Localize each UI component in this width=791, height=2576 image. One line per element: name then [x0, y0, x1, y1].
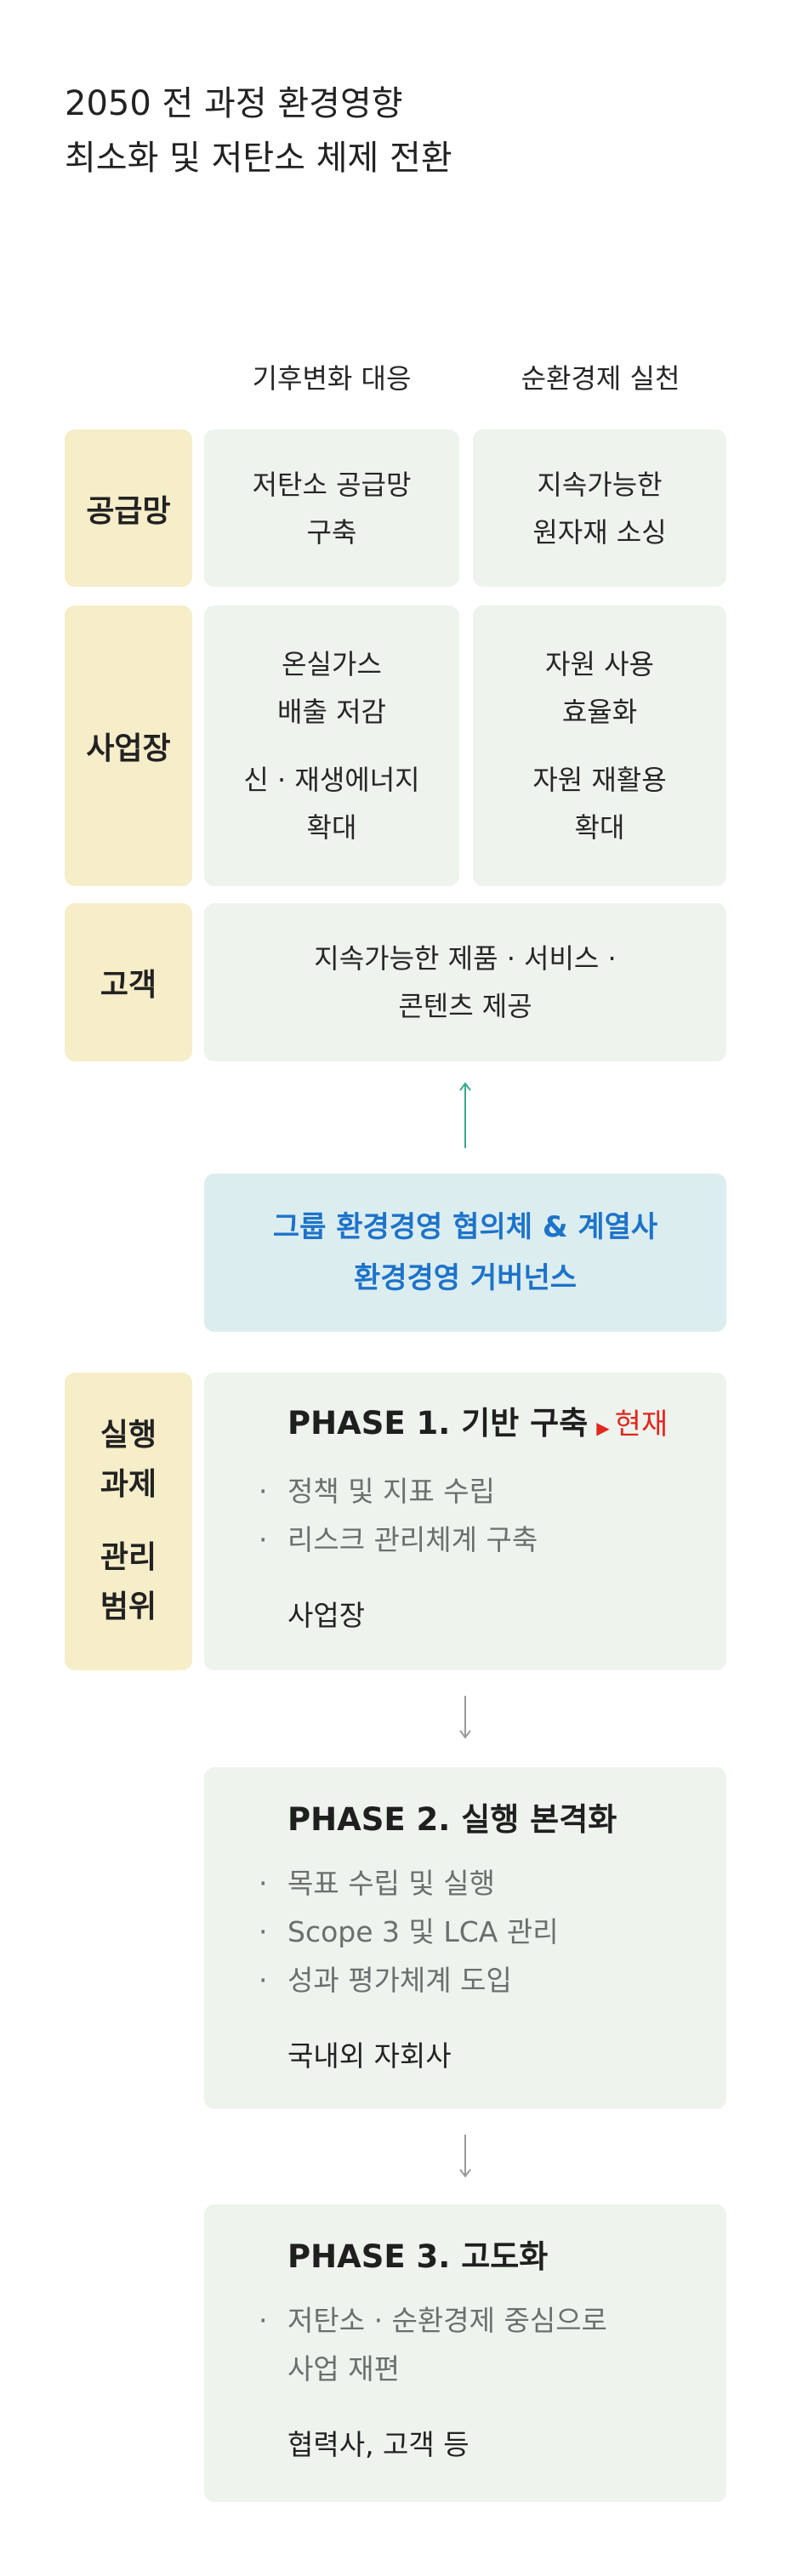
- bullet-dot-icon: ·: [259, 1964, 268, 1997]
- phase-2-task-3-text: 성과 평가체계 도입: [287, 1964, 512, 1997]
- supply-climate-line-1: 저탄소 공급망: [252, 468, 412, 501]
- row-label-business-site: 사업장: [65, 606, 192, 886]
- phase-2-scope: 국내외 자회사: [287, 2039, 452, 2073]
- phase-2-task-2-text: Scope 3 및 LCA 관리: [287, 1915, 559, 1948]
- site-climate-item-1-line-1: 온실가스: [282, 648, 382, 680]
- phase-2-task-2: · Scope 3 및 LCA 관리: [259, 1908, 726, 1956]
- site-circular-item-1-line-1: 자원 사용: [545, 648, 654, 680]
- phase-2-box: PHASE 2. 실행 본격화 · 목표 수립 및 실행 · Scope 3 및 L…: [204, 1767, 726, 2109]
- site-climate-item-2-line-1: 신 · 재생에너지: [243, 764, 420, 796]
- column-header-circular: 순환경제 실천: [521, 362, 680, 395]
- customer-line-1: 지속가능한 제품 · 서비스 ·: [314, 942, 617, 975]
- side-label-scope-line-1: 관리: [100, 1540, 157, 1575]
- row-label-supply-chain-text: 공급망: [86, 493, 171, 529]
- arrow-up-icon: [455, 1082, 475, 1150]
- phase-3-task-1: · 저탄소 · 순환경제 중심으로: [259, 2296, 726, 2345]
- phase-1-task-2: · 리스크 관리체계 구축: [259, 1515, 726, 1564]
- site-circular-item-1-line-2: 효율화: [561, 696, 638, 728]
- supply-circular-line-2: 원자재 소싱: [532, 515, 667, 549]
- site-circular-box: 자원 사용 효율화 자원 재활용 확대: [473, 606, 726, 886]
- phase-1-scope: 사업장: [287, 1599, 366, 1632]
- title-line-1: 2050 전 과정 환경영향: [65, 84, 403, 123]
- row-label-customer-text: 고객: [100, 968, 157, 1003]
- phase-1-title: PHASE 1. 기반 구축 ▶현재: [287, 1398, 726, 1453]
- phase-3-task-1-line-2: 사업 재편: [287, 2352, 400, 2386]
- column-header-climate: 기후변화 대응: [252, 362, 412, 395]
- supply-climate-line-2: 구축: [306, 515, 357, 549]
- site-climate-box: 온실가스 배출 저감 신 · 재생에너지 확대: [204, 606, 459, 886]
- phase-1-current-badge: 현재: [614, 1407, 669, 1442]
- phase-2-title: PHASE 2. 실행 본격화: [287, 1801, 617, 1838]
- bullet-dot-icon: ·: [259, 2304, 268, 2337]
- site-climate-item-2-line-2: 확대: [306, 811, 357, 844]
- side-label-tasks-line-2: 과제: [100, 1467, 157, 1502]
- page-title: 2050 전 과정 환경영향 최소화 및 저탄소 체제 전환: [65, 77, 452, 185]
- phase-3-task-1-cont: 사업 재편: [287, 2345, 726, 2393]
- phase-1-title-text: PHASE 1. 기반 구축: [287, 1405, 589, 1442]
- arrow-down-icon: [455, 1694, 475, 1740]
- customer-box: 지속가능한 제품 · 서비스 · 콘텐츠 제공: [204, 903, 726, 1061]
- supply-circular-line-1: 지속가능한: [537, 468, 663, 501]
- side-label-tasks: 실행 과제: [100, 1411, 156, 1510]
- side-label-tasks-line-1: 실행: [100, 1418, 157, 1453]
- supply-circular-box: 지속가능한 원자재 소싱: [473, 429, 726, 587]
- bullet-dot-icon: ·: [259, 1523, 268, 1556]
- row-label-customer: 고객: [65, 903, 192, 1061]
- row-label-supply-chain: 공급망: [65, 429, 192, 587]
- phase-3-box: PHASE 3. 고도화 · 저탄소 · 순환경제 중심으로 사업 재편 협력사,…: [204, 2204, 726, 2502]
- phase-1-task-2-text: 리스크 관리체계 구축: [287, 1523, 538, 1556]
- site-circular-item-2-line-2: 확대: [574, 811, 625, 844]
- bullet-dot-icon: ·: [259, 1915, 268, 1948]
- arrow-down-icon: [455, 2133, 475, 2179]
- governance-line-2: 환경경영 거버넌스: [353, 1261, 578, 1295]
- phase-3-title: PHASE 3. 고도화: [287, 2238, 549, 2275]
- phase-2-task-1-text: 목표 수립 및 실행: [287, 1867, 495, 1900]
- governance-box: 그룹 환경경영 협의체 & 계열사 환경경영 거버넌스: [204, 1174, 726, 1332]
- phase-3-task-1-line-1: 저탄소 · 순환경제 중심으로: [287, 2304, 607, 2337]
- bullet-dot-icon: ·: [259, 1475, 268, 1508]
- phase-2-task-3: · 성과 평가체계 도입: [259, 1956, 726, 2005]
- side-label-scope: 관리 범위: [100, 1533, 156, 1632]
- phase-1-task-1: · 정책 및 지표 수립: [259, 1467, 726, 1515]
- title-line-2: 최소화 및 저탄소 체제 전환: [65, 139, 452, 178]
- phase-2-task-1: · 목표 수립 및 실행: [259, 1859, 726, 1908]
- phase-1-task-1-text: 정책 및 지표 수립: [287, 1475, 495, 1508]
- side-label-tasks-scope: 실행 과제 관리 범위: [65, 1373, 192, 1670]
- customer-line-2: 콘텐츠 제공: [398, 990, 532, 1022]
- site-climate-item-1-line-2: 배출 저감: [277, 696, 386, 728]
- row-label-business-site-text: 사업장: [86, 731, 171, 766]
- supply-climate-box: 저탄소 공급망 구축: [204, 429, 459, 587]
- phase-1-box: PHASE 1. 기반 구축 ▶현재 · 정책 및 지표 수립 · 리스크 관리체계 …: [204, 1373, 726, 1670]
- bullet-dot-icon: ·: [259, 1867, 268, 1900]
- triangle-right-icon: ▶: [596, 1418, 610, 1438]
- phase-3-scope: 협력사, 고객 등: [287, 2428, 469, 2461]
- governance-line-1: 그룹 환경경영 협의체 & 계열사: [272, 1210, 658, 1244]
- side-label-scope-line-2: 범위: [100, 1589, 157, 1624]
- site-circular-item-2-line-1: 자원 재활용: [532, 764, 667, 796]
